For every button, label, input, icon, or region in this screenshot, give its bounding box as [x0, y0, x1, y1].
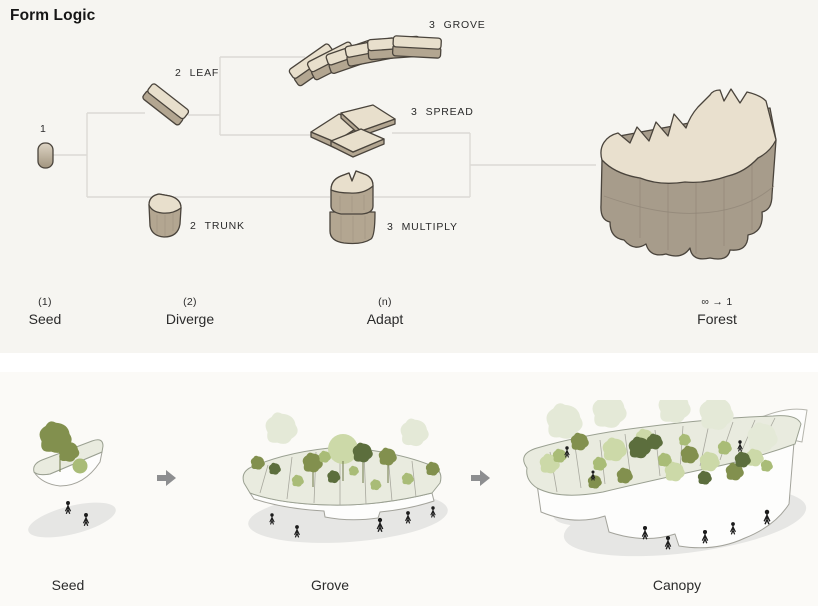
connector-lines	[53, 56, 596, 198]
stage-adapt-count: (n)	[378, 296, 392, 308]
spread-blocks	[310, 104, 396, 158]
leaf-block	[142, 83, 190, 126]
stage-diverge-count: (2)	[183, 296, 197, 308]
arrow-right-icon	[471, 470, 490, 486]
multiply-block	[329, 170, 376, 245]
stage-seed-name: Seed	[28, 311, 62, 327]
stage-forest: ∞ → 1 Forest	[662, 296, 772, 327]
stage-diverge-name: Diverge	[165, 311, 215, 327]
seed-block	[37, 142, 54, 169]
sequence-label-canopy: Canopy	[652, 577, 702, 593]
forest-massing	[600, 88, 777, 260]
stage-seed: (1) Seed	[0, 296, 100, 327]
sequence-label-seed: Seed	[51, 577, 85, 593]
stage-adapt-name: Adapt	[366, 311, 404, 327]
sequence-label-grove: Grove	[310, 577, 350, 593]
label-seed-count: 1	[40, 123, 47, 135]
grove-blocks	[288, 35, 442, 87]
stage-diverge: (2) Diverge	[135, 296, 245, 327]
flow-diagram-canvas	[37, 35, 777, 260]
stage-forest-name: Forest	[697, 311, 737, 327]
arrow-right-icon	[157, 470, 176, 486]
form-logic-panel: Form Logic	[0, 0, 818, 353]
stage-seed-count: (1)	[38, 296, 52, 308]
stage-forest-count: ∞ → 1	[701, 296, 733, 308]
seed-trees	[39, 421, 88, 474]
grove-illustration	[242, 412, 448, 543]
grove-trees	[250, 412, 440, 491]
trunk-block	[148, 193, 182, 238]
canopy-illustration	[523, 400, 808, 557]
stage-adapt: (n) Adapt	[330, 296, 440, 327]
page-title: Form Logic	[10, 7, 96, 24]
seed-shadow	[28, 502, 116, 538]
seed-illustration	[28, 421, 116, 538]
sequence-panel: Seed Grove Canopy	[0, 372, 818, 606]
